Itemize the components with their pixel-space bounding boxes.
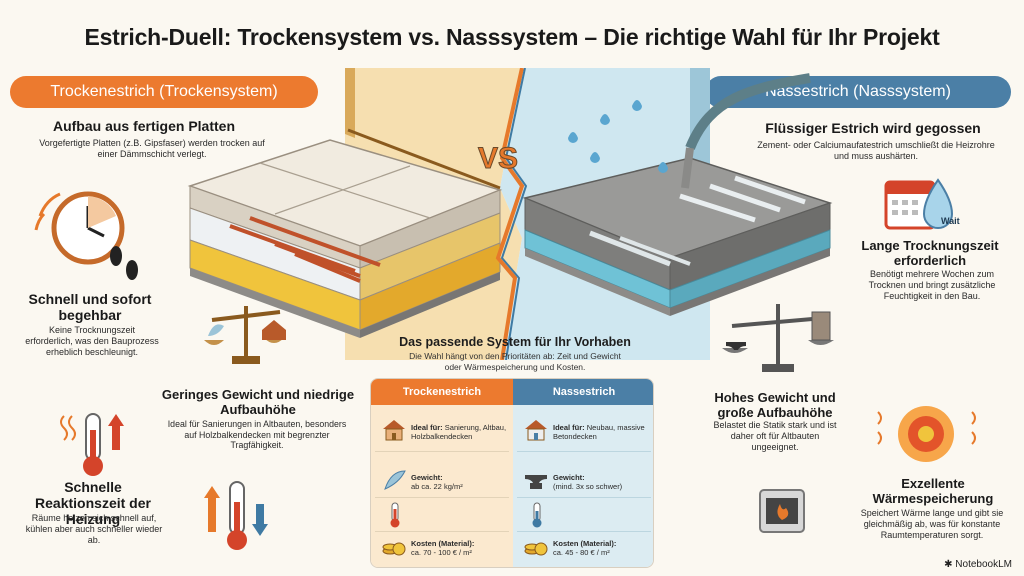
dry-kosten-value: ca. 70 - 100 € / m² xyxy=(411,548,472,557)
wet-trocknung-title: Lange Trocknungszeit erforderlich xyxy=(861,238,999,268)
wet-gewicht-text: Belastet die Statik stark und ist daher … xyxy=(713,420,837,452)
thermometer-up-icon xyxy=(204,481,268,550)
footprints-icon xyxy=(110,246,138,280)
anvil-icon xyxy=(525,475,547,489)
dry-kosten-label: Kosten (Material): xyxy=(411,539,475,548)
house-icon xyxy=(383,420,405,441)
notebooklm-logo: ✱ NotebookLM xyxy=(944,559,1012,570)
brand-icon: ✱ xyxy=(944,559,953,570)
dry-reaktion-text: Räume heizen sich schnell auf, kühlen ab… xyxy=(25,513,163,545)
house-icon xyxy=(525,420,547,441)
dry-schnell-title: Schnell und sofort begehbar xyxy=(28,291,152,323)
coins-icon xyxy=(382,542,406,556)
feather-icon xyxy=(384,470,406,490)
calendar-icon xyxy=(884,178,954,230)
dry-schnell-text: Keine Trocknungszeit erforderlich, was d… xyxy=(25,325,159,357)
stove-icon xyxy=(759,489,805,533)
wet-fluessig-text: Zement- oder Calciumaufatestrich umschli… xyxy=(757,140,995,161)
wet-waerme-title: Exzellente Wärmespeicherung xyxy=(872,476,994,506)
dry-system-pill: Trockenestrich (Trockensystem) xyxy=(10,76,318,108)
thermometer-small-icon xyxy=(532,502,542,528)
center-title: Das passende System für Ihr Vorhaben xyxy=(399,335,631,349)
coins-icon xyxy=(524,542,548,556)
brand-label: NotebookLM xyxy=(955,559,1012,570)
dry-ideal-label: Ideal für: xyxy=(411,423,443,432)
thermometer-icon xyxy=(60,413,124,476)
thermometer-small-icon xyxy=(390,502,400,528)
wait-label: Wait xyxy=(941,216,960,226)
wet-gewicht-value: (mind. 3x so schwer) xyxy=(553,482,623,491)
wet-trocknung-text: Benötigt mehrere Wochen zum Trocknen und… xyxy=(868,269,996,301)
center-text: Die Wahl hängt von den Prioritäten ab: Z… xyxy=(409,351,621,372)
page-title: Estrich-Duell: Trockensystem vs. Nasssys… xyxy=(84,24,940,50)
comparison-table: Trockenestrich Ideal für: Sanierung, Alt… xyxy=(370,378,654,568)
wet-kosten-value: ca. 45 - 80 € / m² xyxy=(553,548,610,557)
wet-kosten-label: Kosten (Material): xyxy=(553,539,617,548)
dry-gewicht-text: Ideal für Sanierungen in Altbauten, beso… xyxy=(167,419,347,450)
scale-light-icon xyxy=(204,306,286,364)
comparison-dry-column: Trockenestrich Ideal für: Sanierung, Alt… xyxy=(371,379,513,567)
scale-heavy-icon xyxy=(722,304,834,372)
dry-gewicht-value: ab ca. 22 kg/m² xyxy=(411,482,463,491)
wet-slab xyxy=(522,73,833,316)
wet-gewicht-title: Hohes Gewicht und große Aufbauhöhe xyxy=(714,390,836,420)
dry-reaktion-title: Schnelle Reaktionszeit der Heizung xyxy=(35,479,151,527)
comparison-wet-column: Nassestrich Ideal für: Neubau, massive B… xyxy=(513,379,653,567)
dry-gewicht-label: Gewicht: xyxy=(411,473,443,482)
dry-slab xyxy=(187,139,503,338)
wet-fluessig-title: Flüssiger Estrich wird gegossen xyxy=(765,120,981,136)
wet-gewicht-label: Gewicht: xyxy=(553,473,585,482)
clock-icon xyxy=(34,191,125,265)
wet-ideal-value: Neubau, massive Betondecken xyxy=(553,423,645,441)
dry-aufbau-title: Aufbau aus fertigen Platten xyxy=(52,118,236,134)
dry-gewicht-title: Geringes Gewicht und niedrige Aufbauhöhe xyxy=(161,387,355,417)
vs-label: VS xyxy=(478,142,518,175)
dry-aufbau-text: Vorgefertigte Platten (z.B. Gipsfaser) w… xyxy=(39,138,265,159)
comparison-wet-head: Nassestrich xyxy=(513,379,653,405)
comparison-dry-head: Trockenestrich xyxy=(371,379,513,405)
dry-ideal-value: Sanierung, Altbau, Holzbalkendecken xyxy=(411,423,507,441)
wet-ideal-label: Ideal für: xyxy=(553,423,585,432)
floor-construction-illustration: VS xyxy=(187,68,833,360)
heat-sun-icon xyxy=(877,406,976,462)
wet-waerme-text: Speichert Wärme lange und gibt sie gleic… xyxy=(860,508,1004,540)
